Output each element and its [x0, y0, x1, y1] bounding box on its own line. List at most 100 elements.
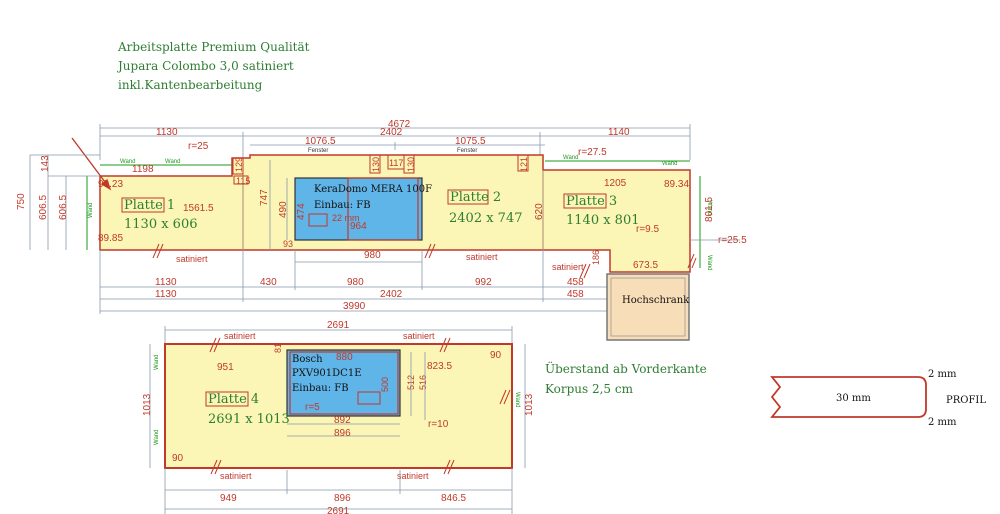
dim-90-top: 90 — [490, 350, 502, 361]
dim-row1-4: 992 — [475, 277, 492, 288]
dim-1561-5: 1561.5 — [183, 203, 214, 214]
platte3-name-box — [563, 193, 607, 209]
dim-row1-5: 458 — [567, 277, 584, 288]
platte1-name: Platte 1 — [124, 198, 175, 213]
dim-121: 121 — [519, 157, 529, 172]
wand-label-8: Wand — [154, 355, 160, 370]
dim-750: 750 — [16, 193, 27, 210]
wand-label-3: Wand — [563, 155, 578, 161]
platte3-size: 1140 x 801 — [566, 213, 640, 228]
dim-1013-right: 1013 — [524, 393, 535, 416]
hochschrank-label: Hochschrank — [622, 295, 690, 306]
dim-r25-5: r=25.5 — [718, 235, 747, 246]
pointer-arrow — [71, 137, 112, 191]
platte3-name: Platte 3 — [566, 194, 617, 209]
profil-label: PROFIL — [946, 395, 986, 406]
dim-row2-3: 458 — [567, 289, 584, 300]
dim-r25: r=25 — [188, 141, 209, 152]
hochschrank-box — [606, 273, 690, 341]
dim-186: 186 — [591, 250, 601, 265]
dim-673-5: 673.5 — [633, 260, 658, 271]
platte4-size: 2691 x 1013 — [208, 412, 290, 427]
platte1-name-box — [121, 197, 165, 213]
platte4-top-dim — [164, 326, 513, 344]
profil-shape — [770, 376, 927, 418]
cooktop-bosch-inner — [289, 351, 399, 415]
dim-r5: r=5 — [305, 402, 320, 413]
cooktop-keradomo-einbau: Einbau: FB — [314, 200, 371, 211]
seam-ticks-top — [152, 243, 697, 279]
dim-606-5b: 606.5 — [58, 195, 69, 220]
dim-sub2: 1075.5 — [455, 136, 486, 147]
header-line-3: inkl.Kantenbearbeitung — [118, 78, 263, 92]
platte4-name-box — [205, 391, 249, 407]
cooktop-cutout-detail — [308, 213, 328, 227]
top-dimensions — [99, 124, 691, 160]
dim-p4-bottom-1: 949 — [220, 493, 237, 504]
dim-130a: 130 — [371, 157, 381, 172]
dim-r10: r=10 — [428, 419, 449, 430]
wand-label-4: Wand — [662, 161, 677, 167]
satiniert-3: satiniert — [552, 262, 584, 272]
cooktop-keradomo-inner — [347, 177, 419, 241]
wand-label-1: Wand — [120, 159, 135, 165]
dim-1013-left: 1013 — [142, 393, 153, 416]
dim-143: 143 — [40, 155, 51, 172]
platte4-name: Platte 4 — [208, 392, 259, 407]
profil-top-radius: 2 mm — [928, 369, 957, 380]
dim-p4-bottom-total: 2691 — [327, 506, 350, 514]
dim-sub1: 1076.5 — [305, 136, 336, 147]
profil-thickness: 30 mm — [836, 393, 871, 404]
satiniert-6: satiniert — [220, 471, 252, 481]
bottom-dimension-lines — [99, 250, 611, 314]
dim-1205: 1205 — [604, 178, 627, 189]
bosch-cutout-detail — [357, 391, 381, 405]
dim-980-cooktop: 980 — [364, 250, 381, 261]
notch-130b — [403, 154, 415, 174]
dim-129: 129 — [234, 157, 244, 172]
dim-474: 474 — [296, 203, 307, 220]
dim-620: 620 — [534, 203, 545, 220]
dim-row2-1: 1130 — [155, 289, 177, 300]
wand-label-5: Wand — [88, 203, 94, 218]
satiniert-4: satiniert — [224, 331, 256, 341]
dim-880: 880 — [336, 352, 353, 363]
dim-overall: 4672 — [388, 119, 411, 130]
dim-p4-bottom-2: 896 — [334, 493, 351, 504]
dim-row2-2: 2402 — [380, 289, 403, 300]
dim-801-5: 801.5 — [704, 197, 715, 222]
platte2-size: 2402 x 747 — [449, 211, 523, 226]
dim-93: 93 — [283, 239, 293, 249]
note-line-2: Korpus 2,5 cm — [545, 382, 634, 396]
notch-130a — [369, 154, 381, 174]
dim-seg3: 1140 — [608, 127, 630, 138]
dim-964: 964 — [350, 221, 367, 232]
dim-platte4-top: 2691 — [327, 320, 350, 331]
dim-89-85: 89.85 — [98, 233, 123, 244]
dim-row3: 3990 — [343, 301, 366, 312]
dim-seg2: 2402 — [380, 127, 403, 138]
wand-label-7: Wand — [706, 255, 712, 270]
fenster-label-1: Fenster — [308, 148, 328, 154]
notch-121 — [517, 154, 529, 172]
dim-89-34: 89.34 — [664, 179, 689, 190]
cooktop-bosch — [286, 349, 401, 417]
dim-1198: 1198 — [132, 164, 154, 175]
bosch-model: PXV901DC1E — [292, 368, 362, 379]
bosch-einbau: Einbau: FB — [292, 383, 349, 394]
dim-896: 896 — [334, 428, 351, 439]
dim-r9-5: r=9.5 — [636, 224, 660, 235]
dim-seg1: 1130 — [156, 127, 178, 138]
dim-90-23: 90.23 — [98, 179, 123, 190]
satiniert-1: satiniert — [176, 254, 208, 264]
dim-117: 117 — [389, 158, 403, 168]
dim-130b: 130 — [406, 157, 416, 172]
platte1-size: 1130 x 606 — [124, 217, 198, 232]
bosch-brand: Bosch — [292, 354, 323, 365]
notch-115 — [233, 175, 249, 185]
note-line-1: Überstand ab Vorderkante — [545, 360, 707, 376]
dim-81: 81 — [273, 343, 283, 353]
dim-r27-5: r=27.5 — [578, 147, 607, 158]
dim-606-5a: 606.5 — [38, 195, 49, 220]
